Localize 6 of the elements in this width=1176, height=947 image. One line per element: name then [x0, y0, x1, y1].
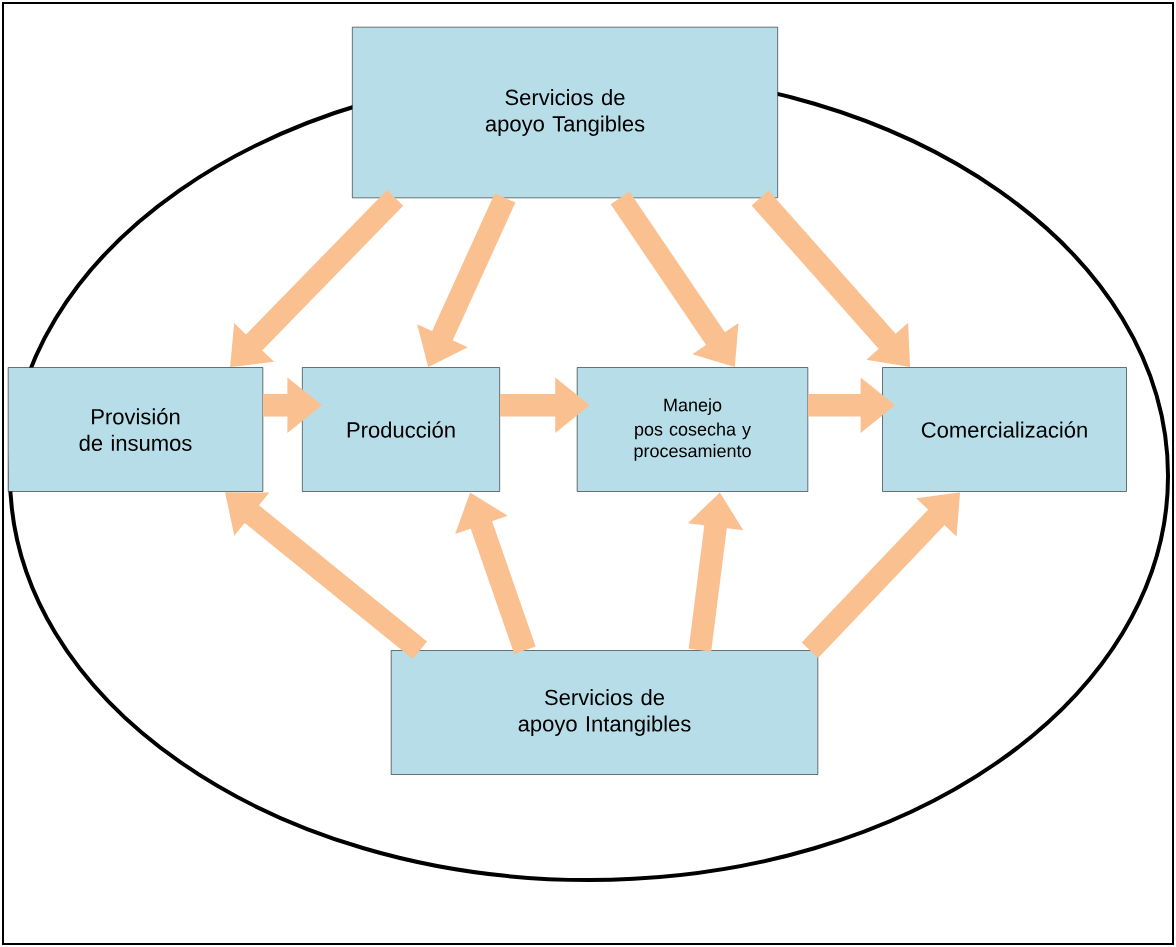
process-box: Comercialización [882, 367, 1127, 492]
process-box: Servicios de apoyo Intangibles [390, 650, 819, 775]
process-box: Producción [302, 367, 500, 492]
process-box: Manejo pos cosecha y procesamiento [576, 367, 809, 492]
process-box: Servicios de apoyo Tangibles [352, 26, 778, 199]
process-box: Provisión de insumos [7, 367, 264, 492]
